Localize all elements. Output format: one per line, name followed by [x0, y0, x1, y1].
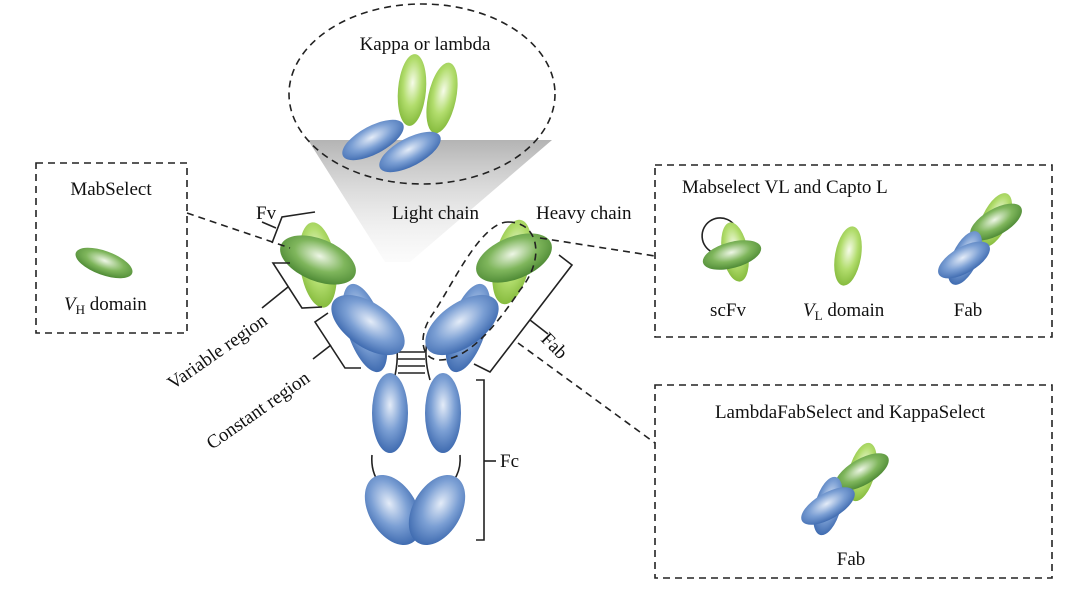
fab-outline — [422, 221, 537, 361]
vl-fab-vh — [970, 203, 1022, 241]
fv-bracket — [271, 211, 316, 244]
lambda-kappa-frame — [654, 384, 1053, 579]
fab-tick — [529, 319, 549, 335]
callout-blue-domain-1 — [342, 119, 404, 161]
fc-ch3-right — [408, 474, 466, 546]
leader-mabselect — [186, 212, 291, 249]
right-vh-domain — [476, 233, 552, 283]
heavy-chain-label: Heavy chain — [536, 203, 632, 224]
variable-bracket — [271, 262, 323, 309]
callout-light-domain-1 — [397, 54, 427, 126]
left-vh-domain — [280, 235, 356, 285]
vl-fab-label: Fab — [954, 300, 983, 321]
vl-fab-ch1 — [938, 241, 990, 279]
lambda-kappa-box: LambdaFabSelect and KappaSelect Fab — [654, 384, 1053, 579]
zoom-callout — [288, 3, 556, 185]
fc-ch2-right — [425, 373, 461, 453]
lk-fab-vh — [835, 453, 889, 491]
mabselect-vh-domain — [75, 247, 133, 279]
fc-ch3-left — [364, 474, 422, 546]
mabselect-frame — [35, 162, 188, 334]
fab-bracket — [473, 254, 574, 374]
fc-label: Fc — [500, 451, 519, 472]
callout-blue-domain-2 — [379, 131, 441, 173]
leader-vl-captol — [539, 237, 656, 257]
vl-captol-box: Mabselect VL and Capto L scFv VL domain … — [654, 164, 1053, 338]
brackets — [261, 211, 574, 541]
fv-tick — [261, 221, 277, 229]
light-chain-label: Light chain — [392, 203, 480, 224]
scfv-label: scFv — [710, 300, 746, 321]
vl-domain — [834, 226, 862, 286]
scfv-vh-domain — [702, 240, 762, 270]
fc-ch2-left — [372, 373, 408, 453]
fc-bracket — [476, 379, 485, 541]
fv-label: Fv — [256, 203, 277, 224]
lk-fab-label: Fab — [837, 549, 866, 570]
leader-lines — [186, 212, 656, 444]
variable-tick — [261, 286, 289, 309]
callout-light-domain-2 — [426, 62, 458, 134]
callout-domains — [342, 54, 458, 173]
variable-region-label: Variable region — [164, 310, 272, 394]
constant-tick — [312, 344, 332, 360]
constant-region-label: Constant region — [203, 367, 314, 454]
right-ch1-domain — [425, 294, 499, 356]
zoom-label: Kappa or lambda — [360, 34, 491, 55]
mabselect-title: MabSelect — [70, 179, 152, 200]
vl-captol-frame — [654, 164, 1053, 338]
vl-domain-label: VL domain — [803, 300, 885, 323]
leader-lambda-kappa — [517, 342, 656, 444]
antibody — [280, 219, 552, 546]
vl-captol-title: Mabselect VL and Capto L — [682, 177, 888, 198]
mabselect-box: MabSelect VH domain — [35, 162, 188, 334]
lk-fab-ch1 — [801, 487, 855, 525]
fab-label: Fab — [536, 329, 571, 364]
mabselect-domain-label: VH domain — [64, 294, 147, 317]
lambda-kappa-title: LambdaFabSelect and KappaSelect — [715, 402, 986, 423]
left-ch1-domain — [331, 294, 405, 356]
zoom-cone — [308, 140, 552, 262]
